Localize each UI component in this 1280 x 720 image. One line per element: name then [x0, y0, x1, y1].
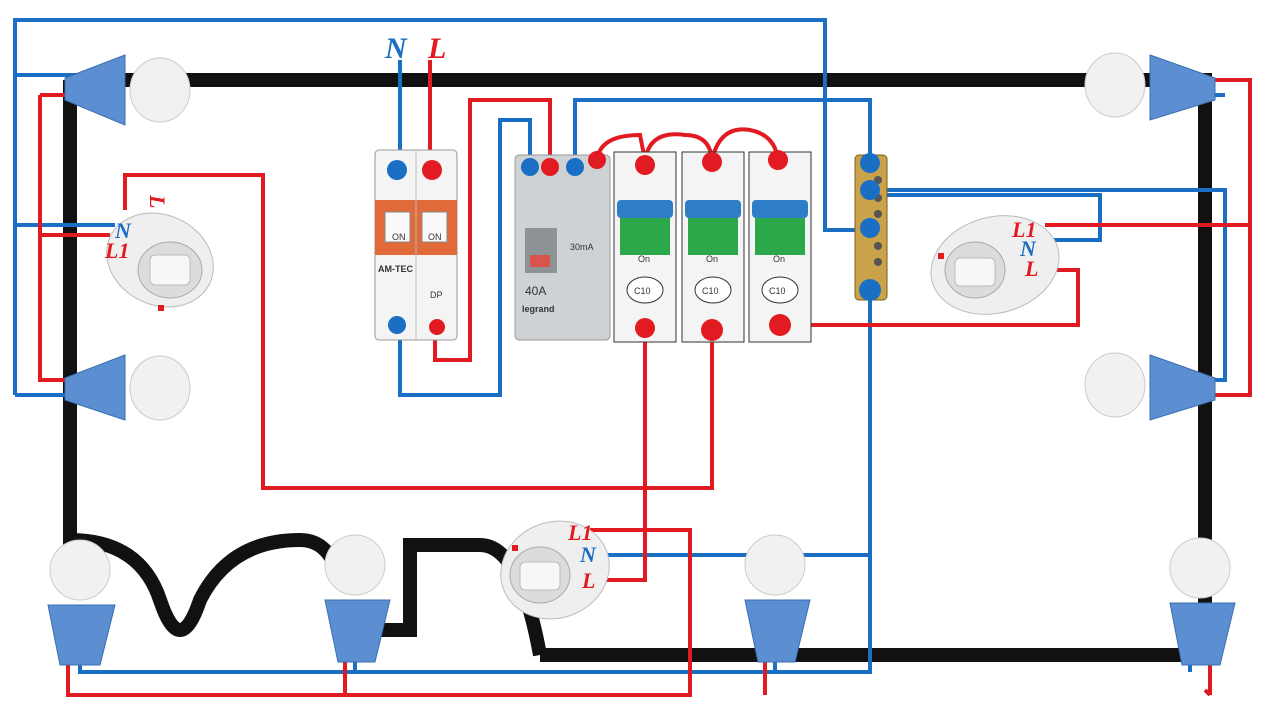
mcb-3: On C10: [748, 151, 812, 343]
lamp-mid-right: [1084, 352, 1216, 421]
supply-live-label: L: [427, 32, 446, 65]
motion-sensor-bottom: [500, 520, 610, 620]
lamp-top-right: [1084, 52, 1216, 121]
sensor-left-l-label: L: [145, 194, 170, 208]
mcb-2-state: On: [706, 254, 718, 264]
rcd-sensitivity: 30mA: [570, 242, 594, 252]
rcd-brand: legrand: [522, 304, 555, 314]
sensor-right-l1-label: L1: [1011, 217, 1036, 242]
mcb-1-state: On: [638, 254, 650, 264]
terminals-red: [422, 150, 791, 341]
sensor-bottom-l1-label: L1: [567, 520, 592, 545]
lamp-bottom-3: [744, 534, 811, 663]
rcd: 30mA 40A legrand: [514, 154, 611, 341]
sensor-right-n-label: N: [1019, 236, 1037, 261]
terminals-blue: [387, 153, 881, 334]
lamp-mid-left: [64, 354, 191, 421]
main-switch-brand: AM-TEC: [378, 264, 413, 274]
mcb-1-rating: C10: [634, 286, 651, 296]
live-wires: [38, 60, 1252, 697]
motion-sensor-left: [106, 212, 214, 311]
supply-neutral-label: N: [384, 32, 408, 65]
sensor-bottom-n-label: N: [579, 542, 597, 567]
lamp-bottom-4: [1169, 537, 1236, 666]
lamp-bottom-2: [324, 534, 391, 663]
main-switch: ON ON AM-TEC DP: [374, 149, 458, 341]
sensor-left-l1-label: L1: [104, 238, 129, 263]
mcb-2: On C10: [681, 151, 745, 343]
mcb-3-rating: C10: [769, 286, 786, 296]
lamp-top-left: [64, 54, 191, 126]
main-switch-left-state: ON: [392, 232, 406, 242]
sensor-right-l-label: L: [1024, 256, 1038, 281]
mcb-3-state: On: [773, 254, 785, 264]
mcb-2-rating: C10: [702, 286, 719, 296]
rcd-rating: 40A: [525, 284, 546, 298]
neutral-wires: [13, 18, 1227, 674]
motion-sensor-right: [930, 215, 1060, 315]
sensor-left-n-label: N: [114, 218, 132, 243]
mcb-1: On C10: [613, 151, 677, 343]
main-switch-right-state: ON: [428, 232, 442, 242]
main-switch-pole: DP: [430, 290, 443, 300]
lamp-bottom-1: [47, 539, 116, 666]
sensor-bottom-l-label: L: [581, 568, 595, 593]
